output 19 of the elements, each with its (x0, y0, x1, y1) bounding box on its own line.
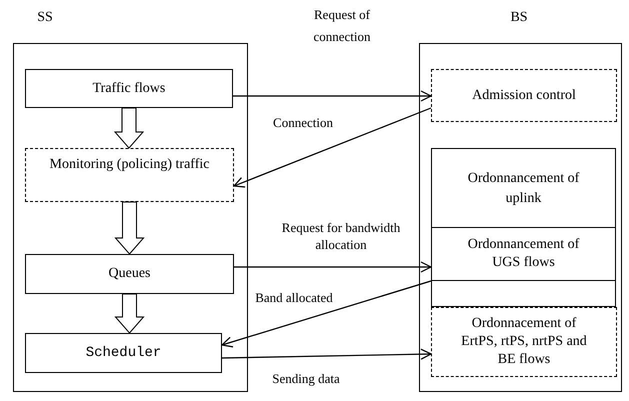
block-arrow (114, 108, 144, 149)
arrow (233, 90, 432, 102)
process-box: Ordonnacement of ErtPS, rtPS, nrtPS and BE flows (431, 307, 617, 377)
arrow (234, 261, 432, 273)
box-title: Ordonnancement of uplink (466, 170, 580, 208)
process-box (431, 148, 616, 307)
process-box: Queues (25, 254, 234, 294)
process-box: Admission control (431, 69, 617, 122)
process-box: Traffic flows (25, 69, 233, 108)
panel-heading: BS (509, 10, 529, 26)
process-box: Monitoring (policing) traffic (25, 148, 234, 202)
process-box: Ordonnancement of UGS flows (431, 227, 616, 281)
block-arrow (114, 294, 145, 334)
arrow (222, 348, 432, 360)
panel-heading: SS (36, 10, 54, 26)
arrow (221, 280, 432, 348)
arrow (233, 107, 432, 188)
block-arrow (114, 202, 145, 255)
process-box: Scheduler (25, 333, 222, 373)
